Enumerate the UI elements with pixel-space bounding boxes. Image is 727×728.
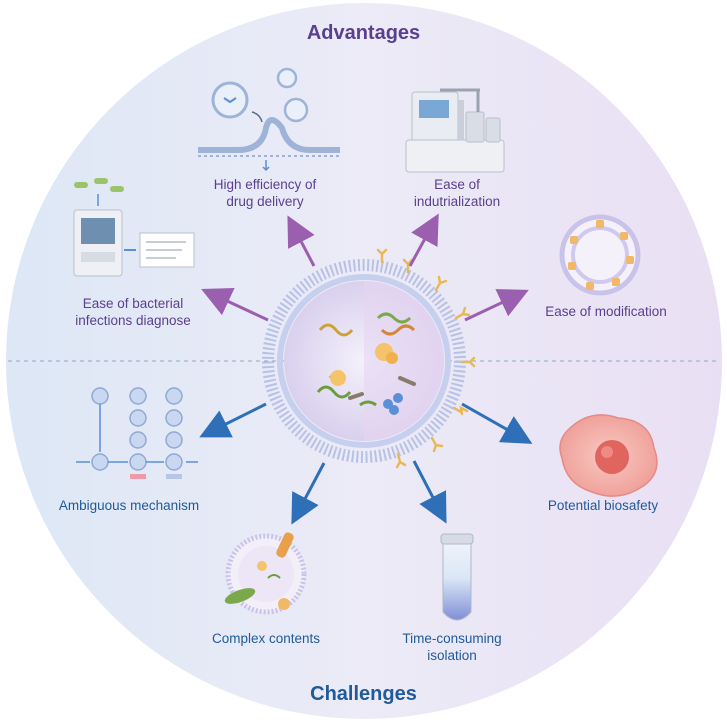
arrow-isolation	[412, 460, 447, 524]
label-complex-contents-line1: Complex contents	[211, 631, 321, 646]
label-bacterial-diagnosis-line2: infections diagnose	[75, 313, 191, 328]
arrow-industrialization	[408, 213, 439, 267]
arrow-drug-delivery	[287, 215, 316, 267]
membrane-fusion-icon	[198, 67, 340, 172]
label-isolation-line2: isolation	[427, 648, 477, 663]
cell-icon	[559, 414, 658, 497]
arrow-biosafety	[461, 402, 533, 444]
arrow-bacterial-diagnosis	[201, 287, 269, 322]
label-industrialization-line2: indutrialization	[413, 194, 501, 209]
label-bacterial-diagnosis: Ease of bacterial infections diagnose	[48, 295, 218, 329]
label-industrialization: Ease of indutrialization	[392, 176, 522, 210]
vesicle-cargo-icon	[224, 532, 307, 615]
label-modification: Ease of modification	[526, 303, 686, 320]
label-isolation-line1: Time-consuming	[402, 631, 502, 646]
arrow-mechanism	[199, 402, 267, 438]
label-isolation: Time-consuming isolation	[382, 630, 522, 664]
challenges-heading: Challenges	[310, 683, 417, 705]
label-biosafety-line1: Potential biosafety	[547, 498, 659, 513]
label-biosafety: Potential biosafety	[528, 497, 678, 514]
label-complex-contents: Complex contents	[196, 630, 336, 647]
label-drug-delivery: High efficiency of drug delivery	[190, 176, 340, 210]
label-bacterial-diagnosis-line1: Ease of bacterial	[82, 296, 184, 311]
label-drug-delivery-line1: High efficiency of	[213, 177, 317, 192]
label-mechanism-line1: Ambiguous mechanism	[58, 498, 200, 513]
extracellular-vesicle-icon	[262, 248, 476, 469]
advantages-heading: Advantages	[306, 22, 421, 44]
arrow-complex-contents	[291, 462, 326, 525]
surface-modified-vesicle-icon	[559, 214, 641, 296]
label-drug-delivery-line2: drug delivery	[226, 194, 304, 209]
label-modification-line1: Ease of modification	[545, 304, 667, 319]
isolation-machine-icon	[405, 88, 505, 173]
label-mechanism: Ambiguous mechanism	[44, 497, 214, 514]
diagnostic-analyzer-icon	[73, 178, 195, 277]
label-industrialization-line1: Ease of	[434, 177, 480, 192]
signaling-pathway-icon	[76, 387, 198, 479]
centrifuge-tube-icon	[440, 533, 474, 621]
arrow-modification	[464, 289, 529, 322]
